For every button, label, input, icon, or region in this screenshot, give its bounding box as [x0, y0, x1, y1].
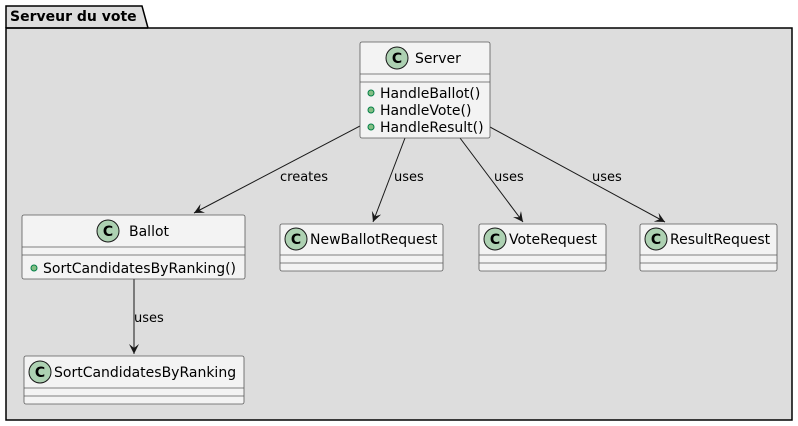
class-name: NewBallotRequest	[310, 232, 438, 248]
class-stereotype-letter: C	[291, 232, 301, 248]
method-handle-vote: HandleVote()	[380, 103, 471, 119]
class-stereotype-icon	[385, 46, 409, 70]
public-method-icon	[30, 264, 38, 272]
method-handle-ballot: HandleBallot()	[380, 86, 480, 102]
class-name: VoteRequest	[509, 232, 598, 248]
edge-server-voterequest: uses	[459, 137, 524, 223]
class-stereotype-letter: C	[35, 365, 45, 381]
edge-label-creates: creates	[280, 170, 328, 185]
class-stereotype-icon	[28, 360, 52, 384]
class-stereotype-letter: C	[490, 232, 500, 248]
edge-label-uses: uses	[134, 311, 164, 326]
edge-ballot-sortcandidates: uses	[129, 279, 164, 354]
edge-label-uses: uses	[592, 170, 622, 185]
public-method-icon	[367, 106, 375, 114]
edge-label-uses: uses	[394, 170, 424, 185]
class-server[interactable]: C Server HandleBallot() HandleVote() Han…	[359, 41, 491, 139]
edge-label-uses: uses	[494, 170, 524, 185]
class-stereotype-icon	[96, 219, 120, 243]
edge-server-ballot: creates	[193, 125, 361, 214]
class-sort-candidates-by-ranking[interactable]: C SortCandidatesByRanking	[23, 355, 245, 405]
method-sort-candidates: SortCandidatesByRanking()	[43, 261, 236, 277]
class-new-ballot-request[interactable]: C NewBallotRequest	[279, 223, 444, 272]
edges: creates uses uses uses uses	[129, 125, 666, 354]
class-name: ResultRequest	[670, 232, 771, 248]
class-stereotype-icon	[644, 227, 668, 251]
class-stereotype-letter: C	[651, 232, 661, 248]
class-stereotype-letter: C	[103, 224, 113, 240]
class-stereotype-icon	[483, 227, 507, 251]
class-name: Ballot	[129, 224, 170, 240]
class-result-request[interactable]: C ResultRequest	[639, 223, 778, 272]
class-vote-request[interactable]: C VoteRequest	[478, 223, 607, 272]
method-handle-result: HandleResult()	[380, 120, 484, 136]
package-title: Serveur du vote	[10, 9, 137, 25]
class-stereotype-icon	[284, 227, 308, 251]
class-ballot[interactable]: C Ballot SortCandidatesByRanking()	[21, 214, 246, 280]
class-stereotype-letter: C	[392, 51, 402, 67]
edge-server-newballotrequest: uses	[371, 137, 424, 223]
class-name: Server	[415, 51, 461, 67]
class-name: SortCandidatesByRanking	[54, 365, 236, 381]
edge-server-resultrequest: uses	[489, 126, 666, 223]
public-method-icon	[367, 89, 375, 97]
public-method-icon	[367, 123, 375, 131]
